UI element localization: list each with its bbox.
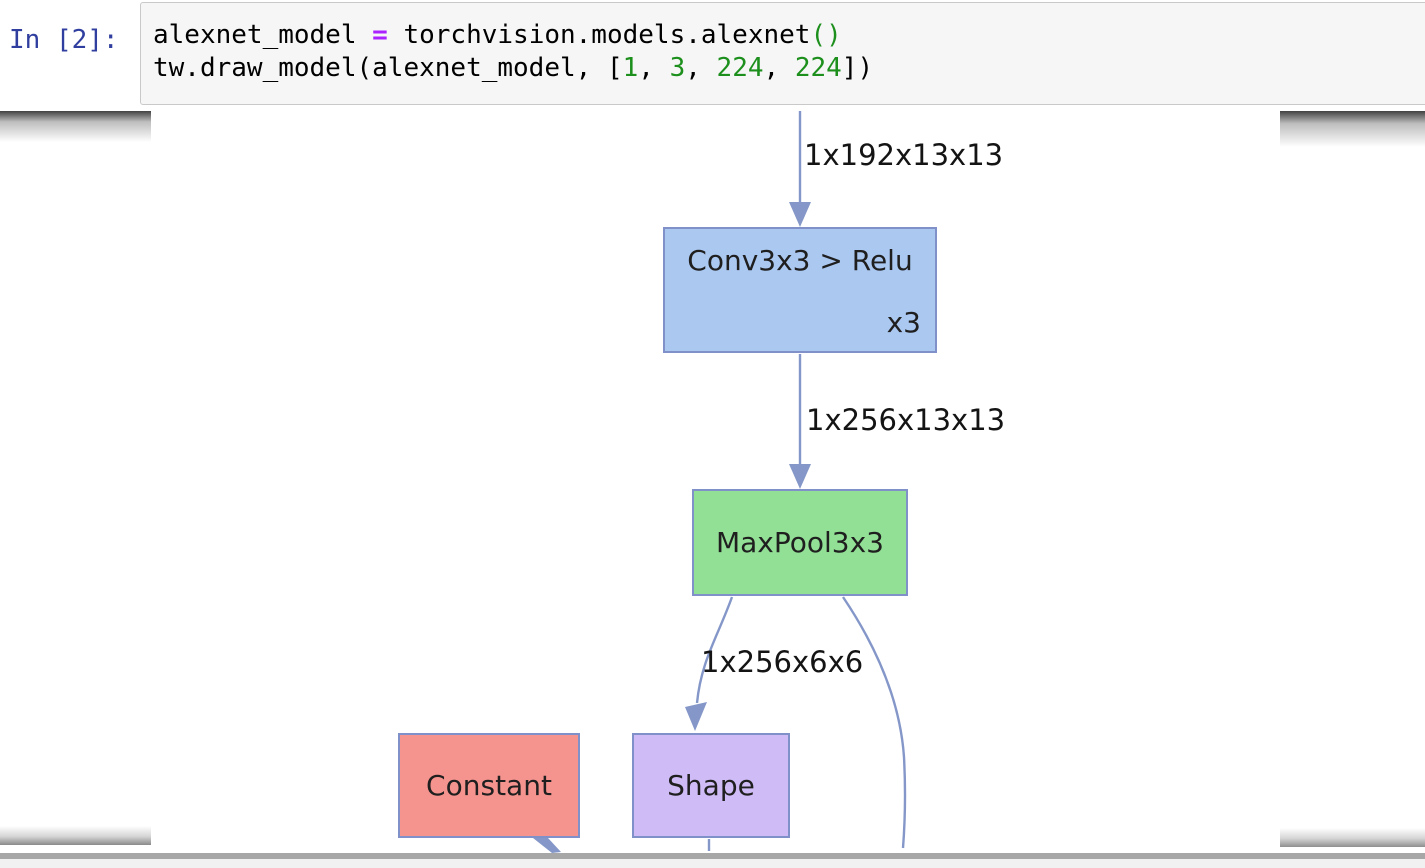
- edge-label-1x256x6x6: 1x256x6x6: [701, 645, 864, 679]
- number-token: 224: [716, 53, 764, 83]
- arrowhead-at-constant: [533, 838, 561, 853]
- code-line-1: alexnet_model = torchvision.models.alexn…: [153, 20, 842, 50]
- node-conv3x3-relu: Conv3x3 > Relu x3: [663, 227, 937, 353]
- node-shape: Shape: [632, 733, 790, 838]
- edge-label-1x192x13x13: 1x192x13x13: [804, 138, 1004, 172]
- number-token: 224: [794, 53, 842, 83]
- arrowhead-into-maxpool: [789, 464, 811, 489]
- code-token: tw.draw_model(alexnet_model, [: [153, 53, 623, 83]
- fade-bar-bottom-left: [0, 826, 151, 845]
- node-label: MaxPool3x3: [715, 526, 884, 559]
- node-constant: Constant: [398, 733, 580, 838]
- arrowhead-into-shape: [685, 702, 707, 731]
- fade-bar-bottom-right: [1280, 828, 1425, 847]
- edge-label-1x256x13x13: 1x256x13x13: [806, 403, 1006, 437]
- bottom-strip: [0, 859, 1425, 868]
- code-token: alexnet_model: [153, 20, 373, 50]
- code-editor[interactable]: alexnet_model = torchvision.models.alexn…: [141, 3, 1425, 85]
- node-maxpool3x3: MaxPool3x3: [692, 489, 908, 596]
- node-label: Constant: [426, 769, 552, 802]
- node-label: Conv3x3 > Relu: [687, 244, 913, 277]
- code-cell[interactable]: alexnet_model = torchvision.models.alexn…: [140, 2, 1425, 105]
- fade-bar-top-right: [1280, 111, 1425, 147]
- code-token: ,: [685, 53, 717, 83]
- code-token: torchvision.models.alexnet: [387, 20, 811, 50]
- operator-token: =: [372, 20, 388, 50]
- node-repeat-count: x3: [886, 306, 921, 339]
- cell-input-prompt: In [2]:: [9, 25, 119, 55]
- bottom-divider-bar: [0, 853, 1425, 859]
- code-line-2: tw.draw_model(alexnet_model, [1, 3, 224,…: [153, 53, 873, 83]
- code-token: ]): [841, 53, 874, 83]
- code-token: ,: [763, 53, 795, 83]
- code-token: ,: [638, 53, 670, 83]
- edge-maxpool-right-curve: [842, 596, 907, 849]
- number-token: 3: [669, 53, 686, 83]
- paren-token: (): [810, 20, 842, 50]
- fade-bar-top-left: [0, 111, 151, 142]
- arrowhead-into-conv: [789, 202, 811, 227]
- number-token: 1: [622, 53, 639, 83]
- node-label: Shape: [667, 769, 755, 802]
